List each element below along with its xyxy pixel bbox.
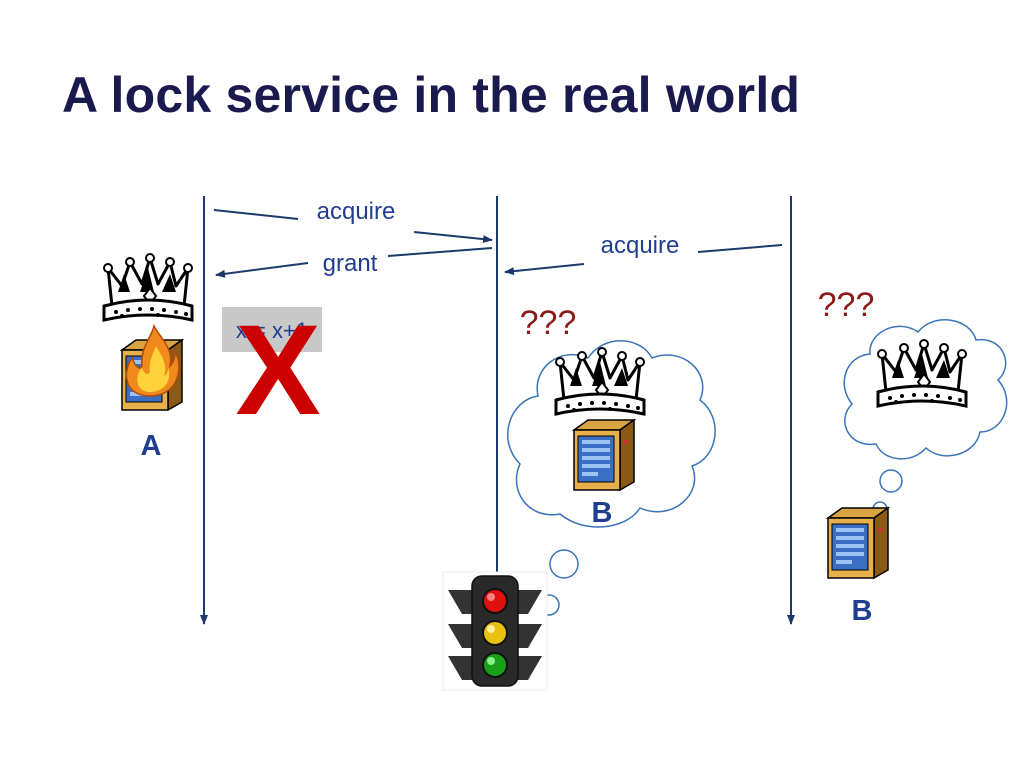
thought-bubble-icon	[879, 469, 903, 493]
node-a-label: A	[141, 430, 162, 462]
write-op-text: x = x+1	[236, 318, 308, 343]
server-icon	[827, 507, 889, 579]
acquire-b-label: acquire	[601, 232, 680, 259]
acquire-a-label: acquire	[317, 198, 396, 225]
confusion-b-mid: ???	[520, 304, 577, 342]
thought-bubble-icon	[549, 549, 579, 579]
failure-x-mark: X	[235, 299, 320, 442]
grant-arrow	[215, 262, 309, 278]
crown-icon	[102, 252, 194, 322]
acquire-a-arrow-start	[213, 209, 299, 220]
node-b-mid-label: B	[592, 497, 613, 529]
grant-label: grant	[323, 250, 378, 277]
slide-title: A lock service in the real world	[62, 67, 801, 123]
write-op-box	[222, 307, 322, 352]
confusion-b-right: ???	[818, 286, 875, 324]
server-icon	[573, 419, 635, 491]
acquire-b-arrow	[504, 263, 585, 276]
acquire-a-arrow	[413, 231, 493, 244]
node-b-right-label: B	[852, 595, 873, 627]
acquire-b-arrow-start	[697, 244, 783, 253]
grant-arrow-start	[387, 247, 493, 257]
traffic-light-icon	[442, 571, 548, 691]
